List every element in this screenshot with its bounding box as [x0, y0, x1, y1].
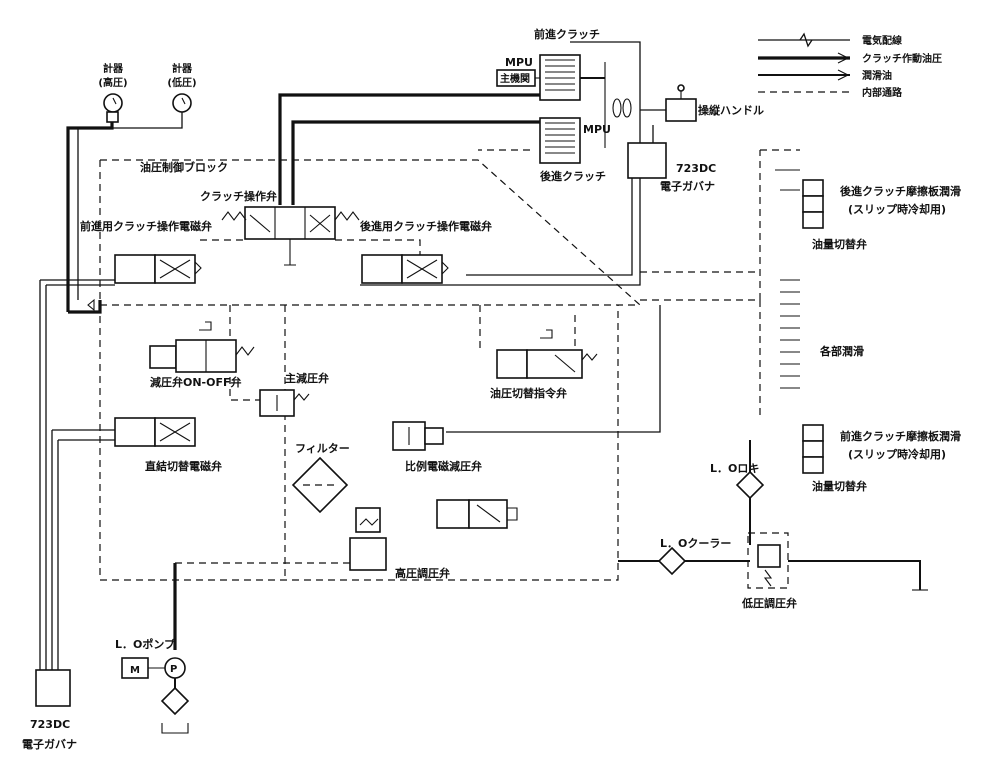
gauge-low-label-1: 計器 [172, 62, 193, 75]
legend-item-wire: 電気配線 [758, 32, 902, 48]
pressure-switch-valve [496, 329, 598, 379]
mpu-top: MPU 主機関 [496, 56, 536, 87]
svg-text:MPU: MPU [505, 56, 533, 69]
main-engine-label: 主機関 [500, 72, 530, 85]
svg-text:M: M [130, 665, 140, 676]
legend-label-internal: 内部通路 [862, 86, 903, 99]
rev-lube-label: 後進クラッチ摩擦板潤滑 [840, 184, 961, 198]
svg-text:P: P [170, 664, 177, 675]
governor-right: 723DC 電子ガバナ [627, 142, 716, 193]
flow-switch-label-1: 油量切替弁 [812, 237, 867, 251]
propeller-icon [612, 98, 632, 118]
gauge-high-line [66, 122, 114, 312]
fwd-lube-note: (スリップ時冷却用) [848, 447, 946, 461]
gauge-high-label-2: (高圧) [98, 76, 127, 89]
legend-item-lube: 潤滑油 [758, 69, 892, 82]
legend-label-pressure: クラッチ作動油圧 [862, 52, 942, 65]
direct-solenoid-label: 直結切替電磁弁 [145, 459, 222, 473]
gauge-low-label-2: (低圧) [167, 76, 196, 89]
fwd-clutch-label: 前進クラッチ [534, 27, 600, 41]
low-pressure-valve [747, 532, 789, 589]
flow-switch-label-2: 油量切替弁 [812, 479, 867, 493]
gauge-high: 計器 (高圧) [98, 62, 128, 123]
legend: 電気配線 クラッチ作動油圧 潤滑油 内部通路 [758, 32, 942, 99]
legend-item-pressure: クラッチ作動油圧 [758, 52, 942, 65]
proportional-label: 比例電磁減圧弁 [405, 459, 482, 473]
high-pressure-label: 高圧調圧弁 [395, 566, 450, 580]
high-pressure-valve [349, 507, 387, 571]
lube-distribution [780, 279, 800, 389]
rev-clutch [539, 117, 581, 164]
direct-solenoid-valve [114, 417, 196, 447]
flow-switch-valve-2 [802, 424, 824, 474]
lo-cooler-label: L．Oクーラー [660, 537, 731, 550]
svg-text:電子ガバナ: 電子ガバナ [22, 737, 77, 751]
control-handle: 操縦ハンドル [665, 84, 764, 122]
rev-solenoid-valve [361, 254, 449, 284]
rev-solenoid-label: 後進用クラッチ操作電磁弁 [360, 219, 492, 233]
svg-text:電子ガバナ: 電子ガバナ [660, 179, 715, 193]
low-pressure-label: 低圧調圧弁 [741, 596, 797, 610]
lo-pump-label: L．Oポンプ [115, 637, 176, 651]
clutch-valve-label: クラッチ操作弁 [200, 189, 277, 203]
svg-text:723DC: 723DC [30, 718, 70, 731]
handle-label: 操縦ハンドル [698, 103, 764, 117]
filter-label: フィルター [295, 442, 350, 455]
motor: M [121, 657, 149, 679]
gauge-low-line [77, 112, 183, 300]
flow-switch-valve-1 [802, 179, 824, 229]
fwd-solenoid-label: 前進用クラッチ操作電磁弁 [80, 219, 212, 233]
switching-valve [436, 499, 518, 529]
pump-filter-icon [160, 686, 190, 716]
proportional-valve [392, 421, 444, 451]
pressure-switch-label: 油圧切替指令弁 [490, 386, 567, 400]
mpu-mid-label: MPU [583, 123, 611, 136]
filter-icon [291, 456, 349, 514]
fwd-clutch [539, 54, 581, 101]
reducing-onoff-valve [149, 321, 255, 373]
hydraulic-block-outline [100, 159, 641, 306]
reducing-onoff-label: 減圧弁ON-OFF弁 [150, 375, 242, 389]
gauge-high-label-1: 計器 [103, 62, 124, 75]
lo-strainer-icon [735, 470, 765, 500]
rev-lube-note: (スリップ時冷却用) [848, 202, 946, 216]
lo-strainer-label: L．Oロキ [710, 462, 759, 475]
rev-clutch-label: 後進クラッチ [540, 169, 606, 183]
lube-parts-label: 各部潤滑 [819, 344, 864, 358]
main-reducing-label: 主減圧弁 [285, 371, 329, 385]
pump: P [164, 657, 186, 679]
fwd-solenoid-valve [114, 254, 202, 284]
clutch-operation-valve [221, 206, 360, 240]
governor-bottom: 723DC 電子ガバナ [22, 669, 77, 751]
legend-item-internal: 内部通路 [758, 86, 903, 99]
svg-text:723DC: 723DC [676, 162, 716, 175]
fwd-lube-label: 前進クラッチ摩擦板潤滑 [840, 429, 961, 443]
legend-label-wire: 電気配線 [862, 34, 902, 47]
hydraulic-block-label: 油圧制御ブロック [140, 160, 228, 174]
gauge-low: 計器 (低圧) [167, 62, 197, 113]
main-reducing-valve [259, 389, 310, 417]
legend-label-lube: 潤滑油 [862, 69, 892, 82]
lo-cooler-icon [657, 546, 687, 576]
